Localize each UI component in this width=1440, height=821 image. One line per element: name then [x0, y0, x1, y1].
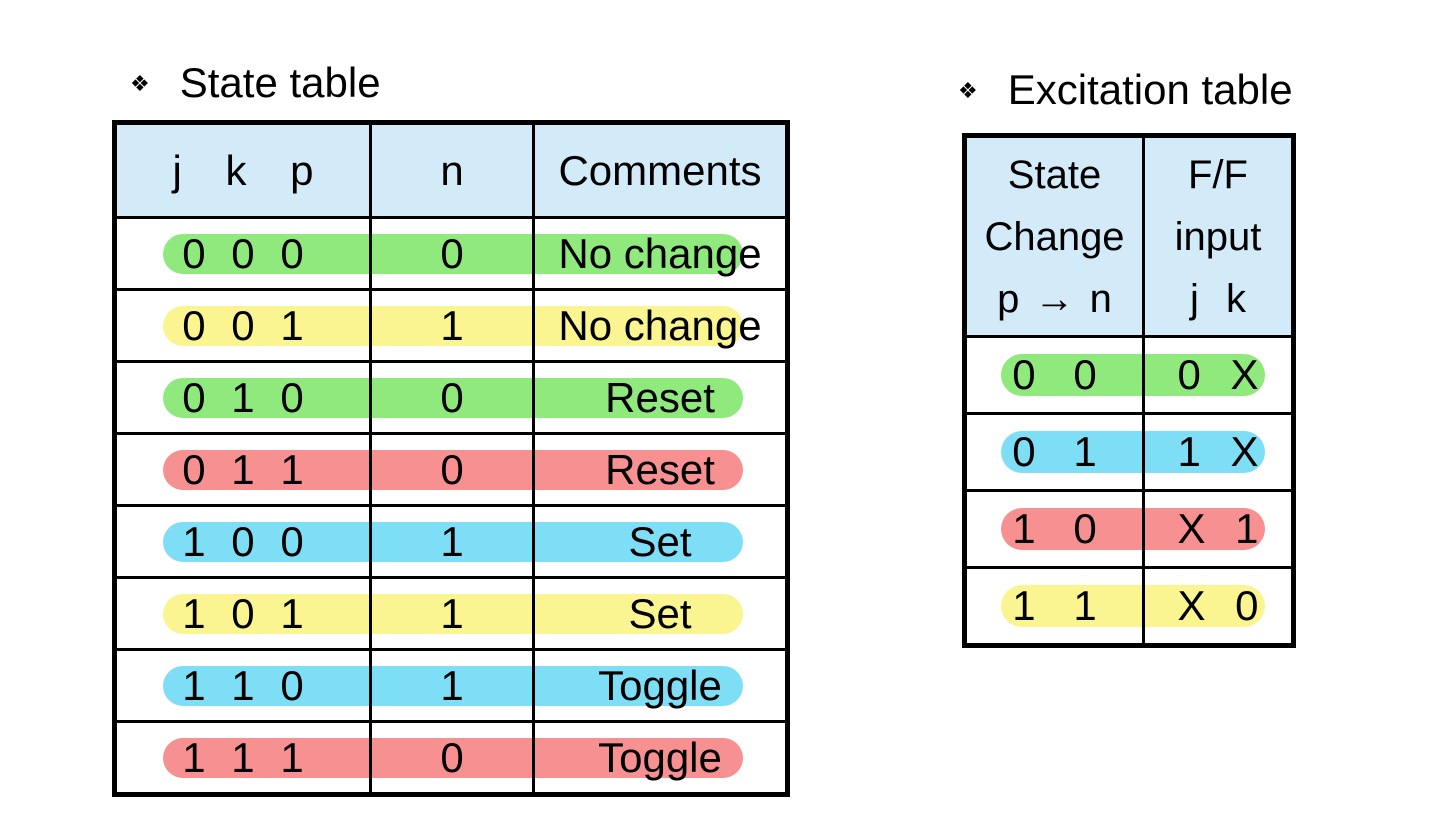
row-highlight: [163, 737, 743, 778]
state-table-title-text: State table: [179, 59, 381, 106]
cell-jkp: 1 1 0: [117, 651, 372, 720]
cell-pn: 1 0: [967, 492, 1145, 566]
table-row: 0 1 1 0 Reset: [117, 435, 785, 507]
state-header-comments: Comments: [535, 125, 785, 216]
cell-n: 1: [372, 651, 535, 720]
table-row: 0 0 1 1 No change: [117, 291, 785, 363]
table-row: 1 1 X 0: [967, 569, 1291, 643]
cell-n: 1: [372, 507, 535, 576]
cell-comment: Toggle: [598, 661, 722, 709]
cell-comment: No change: [558, 301, 762, 349]
excitation-header-ff-input: F/F input j k: [1145, 138, 1291, 335]
table-row: 1 0 1 1 Set: [117, 579, 785, 651]
state-table: j k p n Comments 0 0 0 0 No change 0 0 1…: [112, 120, 790, 797]
cell-jkp: 0 1 1: [117, 435, 372, 504]
row-highlight: [163, 305, 743, 346]
excitation-table-title: ❖ Excitation table: [958, 67, 1293, 113]
cell-jkp: 1 0 1: [117, 579, 372, 648]
row-highlight: [1001, 354, 1265, 396]
cell-n: 1: [372, 291, 535, 360]
row-highlight: [163, 377, 743, 418]
cell-jk: 0 X: [1177, 351, 1259, 398]
cell-comment: Reset: [605, 445, 715, 493]
cell-jkp: 1 1 1: [117, 723, 372, 792]
table-row: 1 1 1 0 Toggle: [117, 723, 785, 792]
cell-jk: X 1: [1177, 505, 1259, 552]
cell-comment: Set: [628, 589, 692, 637]
table-row: 0 1 0 0 Reset: [117, 363, 785, 435]
cell-jkp: 0 0 1: [117, 291, 372, 360]
diamond-bullet-icon: ❖: [130, 71, 150, 96]
table-row: 0 0 0 0 No change: [117, 219, 785, 291]
state-table-body: 0 0 0 0 No change 0 0 1 1 No change 0 1 …: [117, 219, 785, 792]
row-highlight: [163, 449, 743, 490]
row-highlight: [163, 233, 743, 274]
row-highlight: [163, 665, 743, 706]
row-highlight: [1001, 585, 1265, 627]
row-highlight: [163, 521, 743, 562]
cell-comment: No change: [558, 229, 762, 277]
cell-jk: 1 X: [1177, 428, 1259, 475]
cell-jkp: 0 1 0: [117, 363, 372, 432]
cell-pn: 1 1: [967, 569, 1145, 643]
table-row: 1 1 0 1 Toggle: [117, 651, 785, 723]
table-row: 1 0 X 1: [967, 492, 1291, 569]
state-table-header-row: j k p n Comments: [117, 125, 785, 219]
header-line: input: [1174, 214, 1262, 259]
cell-jkp: 0 0 0: [117, 219, 372, 288]
state-header-n: n: [372, 125, 535, 216]
header-line: F/F: [1188, 152, 1248, 197]
header-line: State: [1007, 152, 1102, 197]
excitation-header-state-change: State Change p → n: [967, 138, 1145, 335]
header-line: Change: [984, 214, 1125, 259]
cell-n: 0: [372, 435, 535, 504]
cell-pn: 0 1: [967, 415, 1145, 489]
table-row: 0 1 1 X: [967, 415, 1291, 492]
cell-pn: 0 0: [967, 338, 1145, 412]
row-highlight: [1001, 508, 1265, 550]
diamond-bullet-icon: ❖: [958, 78, 978, 103]
table-row: 0 0 0 X: [967, 338, 1291, 415]
table-row: 1 0 0 1 Set: [117, 507, 785, 579]
cell-comment: Toggle: [598, 733, 722, 781]
excitation-table: State Change p → n F/F input j k 0 0 0 X: [962, 133, 1296, 648]
excitation-table-header-row: State Change p → n F/F input j k: [967, 138, 1291, 338]
cell-jkp: 1 0 0: [117, 507, 372, 576]
cell-n: 0: [372, 219, 535, 288]
cell-comment: Set: [628, 517, 692, 565]
cell-n: 1: [372, 579, 535, 648]
header-line: p → n: [997, 276, 1112, 321]
row-highlight: [163, 593, 743, 634]
header-line: j k: [1190, 276, 1246, 321]
state-table-title: ❖ State table: [130, 60, 381, 106]
row-highlight: [1001, 431, 1265, 473]
state-header-jkp: j k p: [117, 125, 372, 216]
cell-jk: X 0: [1177, 582, 1259, 629]
cell-comment: Reset: [605, 373, 715, 421]
excitation-table-body: 0 0 0 X 0 1 1 X 1 0 X 1 1 1: [967, 338, 1291, 643]
excitation-table-title-text: Excitation table: [1007, 66, 1293, 113]
cell-n: 0: [372, 723, 535, 792]
cell-n: 0: [372, 363, 535, 432]
